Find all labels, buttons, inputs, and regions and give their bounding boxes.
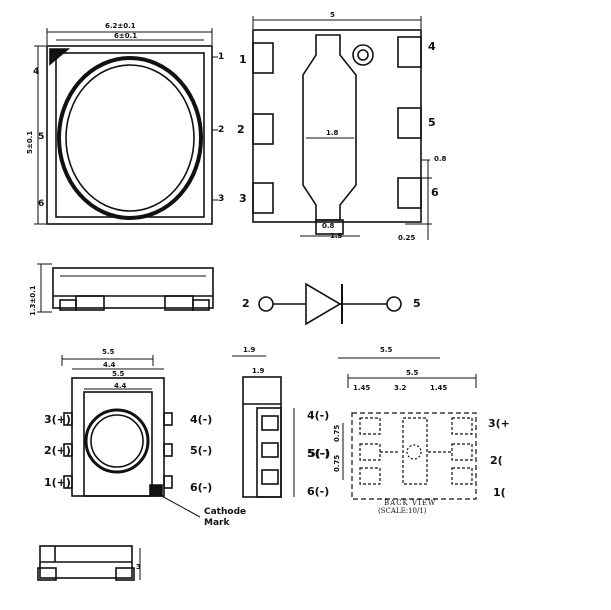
- back-col-dim-2: 3.2: [394, 384, 407, 392]
- top-pin-left-3: 6: [38, 199, 45, 209]
- bottom-pin-left-1: 1: [239, 53, 247, 66]
- front-body-dim: 5.5: [112, 370, 125, 378]
- front-pad-dim: 4.4: [114, 382, 127, 390]
- back-view-scale: (SCALE:10/1): [378, 507, 427, 515]
- back-label-right-3: 1(: [493, 486, 506, 499]
- top-pin-right-1: 1: [218, 52, 225, 62]
- bottom-pad-width-dim: 1.8: [326, 129, 339, 137]
- schematic-anode-pin: 2: [242, 297, 250, 310]
- bottom-notch-width-dim: 0.8: [322, 222, 335, 230]
- bottom-pin-right-1: 4: [428, 40, 436, 53]
- schematic-cathode-pin: 5: [413, 297, 421, 310]
- front-inner-dim: 4.4: [103, 361, 116, 369]
- side-label-2: 5(-): [307, 447, 330, 460]
- front-label-right-2: 5(-): [190, 444, 213, 457]
- front-label-right-3: 6(-): [190, 481, 213, 494]
- diode-symbol: [258, 282, 402, 326]
- back-label-left-1: 5(-): [308, 447, 331, 460]
- side-height-dim: 1.3±0.1: [29, 285, 37, 316]
- back-col-dim-3: 1.45: [430, 384, 448, 392]
- side-view-body: [52, 267, 214, 311]
- bottom-side-height-dim: 3: [136, 563, 141, 571]
- top-height-dim: 5±0.1: [26, 130, 34, 154]
- back-label-right-1: 3(+: [488, 417, 510, 430]
- back-row-dim-2: 0.75: [333, 454, 341, 472]
- side-dim-b: 1.9: [252, 367, 265, 375]
- cathode-mark-label-1: Cathode: [204, 507, 247, 517]
- bottom-pin-right-2: 5: [428, 116, 436, 129]
- bottom-pin-left-2: 2: [237, 123, 245, 136]
- back-view-body: [351, 412, 477, 500]
- front-label-right-1: 4(-): [190, 413, 213, 426]
- top-pin-left-1: 4: [33, 67, 40, 77]
- top-pin-right-3: 3: [218, 194, 225, 204]
- back-label-right-2: 2(: [490, 454, 503, 467]
- top-pin-right-2: 2: [218, 125, 225, 135]
- back-outer-dim: 5.5: [380, 346, 393, 354]
- bottom-notch-span-dim: 1.5: [330, 232, 343, 240]
- top-inner-width-dim: 6±0.1: [114, 32, 138, 40]
- top-pin-left-2: 5: [38, 132, 45, 142]
- bottom-pin-left-3: 3: [239, 192, 247, 205]
- footprint-side-body: [242, 376, 282, 498]
- footprint-front-body: [63, 377, 173, 497]
- top-width-dim: 6.2±0.1: [105, 22, 136, 30]
- bottom-edge-dim: 0.25: [398, 234, 416, 242]
- top-view-body: [46, 45, 213, 225]
- bottom-view-body: [252, 29, 422, 235]
- back-body-dim: 5.5: [406, 369, 419, 377]
- cathode-mark-label-2: Mark: [204, 518, 230, 528]
- bottom-pad-size-dim: 0.8: [434, 155, 447, 163]
- front-label-left-1: 3(+): [44, 413, 71, 426]
- back-view-title: BACK VIEW: [384, 499, 437, 507]
- side-dim-a: 1.9: [243, 346, 256, 354]
- bottom-pin-right-3: 6: [431, 186, 439, 199]
- bottom-width-dim: 5: [330, 11, 335, 19]
- front-outer-dim: 5.5: [102, 348, 115, 356]
- side-label-1: 4(-): [307, 409, 330, 422]
- bottom-side-body: [37, 545, 135, 581]
- front-label-left-2: 2(+): [44, 444, 71, 457]
- back-row-dim-1: 0.75: [333, 424, 341, 442]
- back-col-dim-1: 1.45: [353, 384, 371, 392]
- side-label-3: 6(-): [307, 485, 330, 498]
- front-label-left-3: 1(+): [44, 476, 71, 489]
